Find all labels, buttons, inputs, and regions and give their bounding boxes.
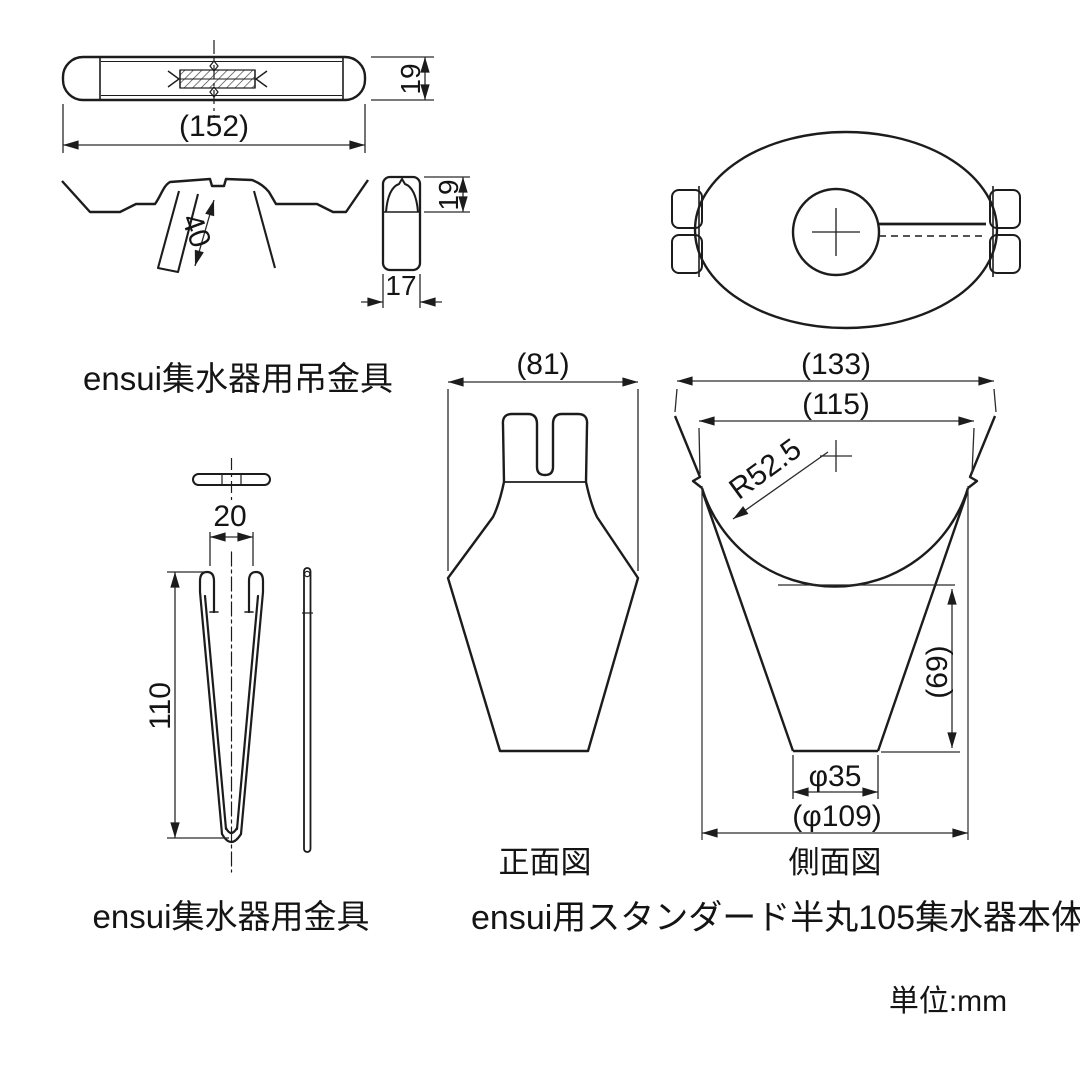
collector-body-label: ensui用スタンダード半丸105集水器本体	[471, 899, 1080, 937]
dim-side-inner-width: (115)	[802, 388, 870, 421]
dim-radius: R52.5	[723, 432, 807, 506]
hook-bracket-front-view	[198, 551, 265, 873]
hanging-bracket-plan-dims	[62, 56, 434, 153]
collector-side-view	[673, 415, 997, 753]
hanging-bracket-label: ensui集水器用吊金具	[83, 360, 393, 397]
hanging-bracket-plan-view	[61, 40, 367, 118]
outlet-hole	[791, 187, 881, 277]
dim-top-dia: (φ109)	[792, 800, 882, 833]
hanging-bracket-side-dims	[361, 176, 470, 308]
side-view-label: 側面図	[789, 845, 882, 880]
dim-side-width: 17	[385, 270, 416, 301]
dim-side-outer-width: (133)	[801, 348, 871, 381]
hanging-bracket-front-dims	[194, 199, 215, 267]
dim-hook-length: 110	[144, 682, 177, 730]
unit-note: 単位:mm	[889, 985, 1007, 1018]
collector-front-dims	[447, 377, 639, 571]
hook-bracket-dims	[167, 532, 254, 839]
hook-bracket-plan-view	[192, 458, 271, 500]
dim-plan-width: (152)	[179, 110, 249, 143]
dim-plan-height: 19	[395, 63, 426, 94]
collector-plan-view	[671, 130, 1021, 330]
dim-outlet-dia: φ35	[809, 760, 862, 793]
hanging-bracket-side-view	[381, 175, 422, 272]
hook-bracket-side-view	[302, 567, 313, 853]
dim-depth: (69)	[921, 645, 954, 698]
bowl-arc	[700, 487, 970, 588]
radius-leader	[732, 451, 829, 520]
hanging-bracket-front-view	[61, 177, 369, 274]
hook-bracket-label: ensui集水器用金具	[93, 898, 370, 935]
dim-hook-gap: 20	[213, 500, 246, 533]
dim-front-width: (81)	[516, 348, 569, 381]
collector-side-dims	[674, 376, 997, 840]
collector-front-view	[446, 412, 640, 753]
front-view-label: 正面図	[499, 845, 592, 880]
dim-leg-length: 40	[175, 209, 217, 252]
dim-side-height: 19	[433, 179, 464, 210]
